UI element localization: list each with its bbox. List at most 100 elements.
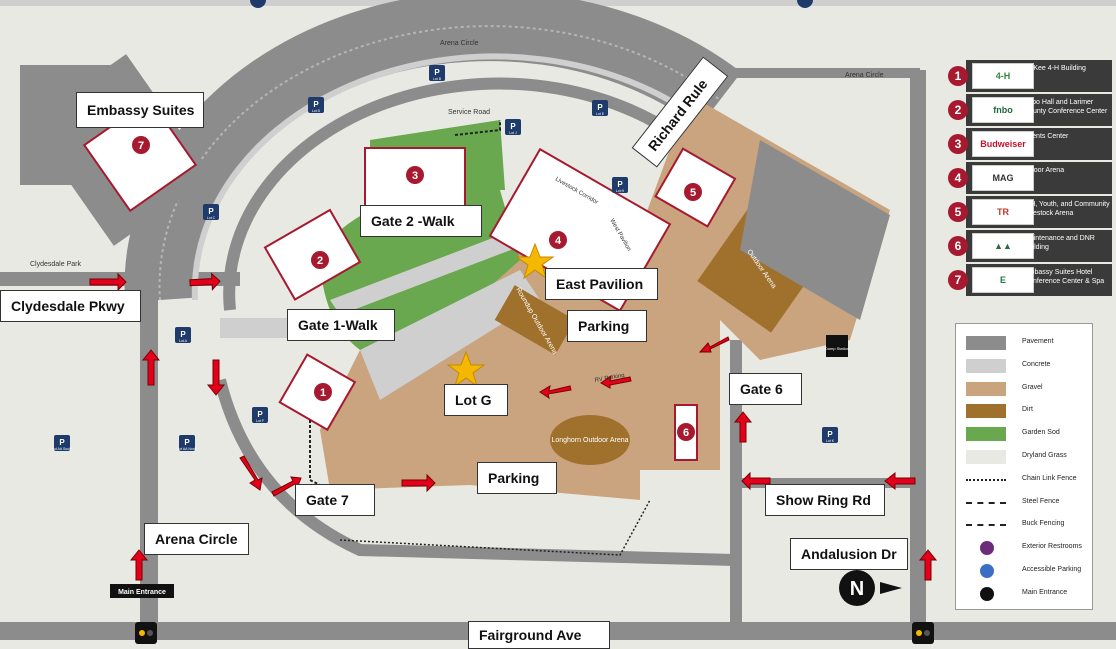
show-ring-road	[735, 478, 925, 488]
svg-text:6: 6	[683, 427, 689, 439]
gate7-callout: Gate 7	[295, 484, 375, 516]
key-label: Garden Sod	[1022, 429, 1060, 437]
legend-logo: ▲▲	[972, 233, 1034, 259]
svg-text:P: P	[180, 330, 186, 339]
key-label: Chain Link Fence	[1022, 474, 1077, 482]
legend-label: Events Center	[1024, 133, 1069, 140]
andalusion-dr-callout: Andalusion Dr	[790, 538, 908, 570]
key-row: Chain Link Fence	[964, 469, 1090, 489]
key-row: Buck Fencing	[964, 514, 1090, 534]
dump-station-marker: Dump Station	[825, 335, 849, 357]
key-swatch	[966, 524, 1006, 527]
rv-parking-label: RV Parking	[594, 373, 625, 384]
traffic-light-left	[135, 622, 157, 644]
svg-text:1: 1	[320, 387, 326, 399]
north-arrow-icon: N	[839, 570, 902, 606]
gate6-callout: Gate 6	[729, 373, 802, 405]
building-2	[263, 208, 362, 301]
svg-text:P: P	[597, 103, 603, 112]
key-swatch	[966, 501, 1006, 504]
building-6-marker: 6	[677, 423, 695, 441]
parking-east-callout: Parking	[567, 310, 647, 342]
svg-text:Lot F: Lot F	[256, 419, 264, 423]
legend-number: 3	[948, 134, 968, 154]
key-label: Accessible Parking	[1022, 566, 1082, 573]
svg-text:P: P	[617, 180, 623, 189]
service-road-label: Service Road	[448, 109, 490, 116]
key-label: Concrete	[1022, 360, 1051, 368]
svg-text:Lot C: Lot C	[207, 216, 216, 220]
svg-text:Lot K: Lot K	[826, 439, 835, 443]
key-label: Buck Fencing	[1022, 520, 1065, 528]
building-7-marker: 7	[132, 136, 150, 154]
roundup-outdoor-arena	[494, 285, 576, 355]
lot-g-callout: Lot G	[444, 384, 508, 416]
legend-logo: MAG	[972, 165, 1034, 191]
legend-number: 7	[948, 270, 968, 290]
svg-text:5: 5	[690, 187, 696, 199]
building-2-marker: 2	[311, 251, 329, 269]
key-swatch	[966, 404, 1006, 419]
clydesdale-pkwy-callout: Clydesdale Pkwy	[0, 290, 141, 322]
svg-text:P: P	[313, 100, 319, 109]
key-row: Steel Fence	[964, 492, 1090, 512]
legend-label: McKee 4-H Building	[1024, 65, 1086, 72]
clydesdale-park-label: Clydesdale Park	[30, 261, 81, 268]
svg-text:N: N	[850, 578, 864, 600]
key-swatch	[980, 564, 994, 578]
svg-text:Lot B: Lot B	[433, 77, 442, 81]
legend-label: Embassy Suites Hotel Conference Center &…	[1024, 269, 1105, 285]
svg-text:7: 7	[138, 140, 144, 152]
building-4-marker: 4	[549, 231, 567, 249]
svg-text:Lot J: Lot J	[509, 131, 517, 135]
lot-g-star	[446, 350, 486, 388]
key-swatch	[966, 478, 1006, 481]
svg-text:P: P	[434, 68, 440, 77]
key-row: Main Entrance	[964, 583, 1090, 603]
longhorn-outdoor-arena	[550, 415, 630, 465]
fairground-ave-callout: Fairground Ave	[468, 621, 610, 649]
legend-number: 5	[948, 202, 968, 222]
svg-text:P: P	[827, 430, 833, 439]
gate1-walk-callout: Gate 1-Walk	[287, 309, 395, 341]
key-label: Dirt	[1022, 406, 1033, 414]
key-label: Gravel	[1022, 383, 1043, 391]
east-pavilion-callout: East Pavilion	[545, 268, 658, 300]
key-swatch	[966, 358, 1006, 373]
svg-text:Dump Station: Dump Station	[825, 346, 849, 351]
show-ring-rd-callout: Show Ring Rd	[765, 484, 885, 516]
svg-text:2: 2	[317, 255, 323, 267]
traffic-light-right	[912, 622, 934, 644]
arena-circle-road-left	[140, 280, 158, 625]
svg-text:P: P	[184, 438, 190, 447]
legend-logo: Budweiser	[972, 131, 1034, 157]
arena-circle-callout: Arena Circle	[144, 523, 249, 555]
svg-text:Lot AA South: Lot AA South	[52, 447, 72, 451]
key-row: Pavement	[964, 332, 1090, 352]
arena-circle-right-label: Arena Circle	[845, 72, 884, 79]
legend-label: Maintenance and DNR Building	[1024, 235, 1095, 251]
svg-text:3: 3	[412, 170, 418, 182]
legend-number: 6	[948, 236, 968, 256]
east-pavilion-star	[515, 242, 555, 280]
svg-text:Lot E: Lot E	[596, 112, 605, 116]
key-swatch	[980, 541, 994, 556]
legend-number: 1	[948, 66, 968, 86]
legend-logo: TR	[972, 199, 1034, 225]
key-swatch	[966, 336, 1006, 350]
svg-text:P: P	[510, 122, 516, 131]
svg-text:Lot H: Lot H	[616, 189, 625, 193]
